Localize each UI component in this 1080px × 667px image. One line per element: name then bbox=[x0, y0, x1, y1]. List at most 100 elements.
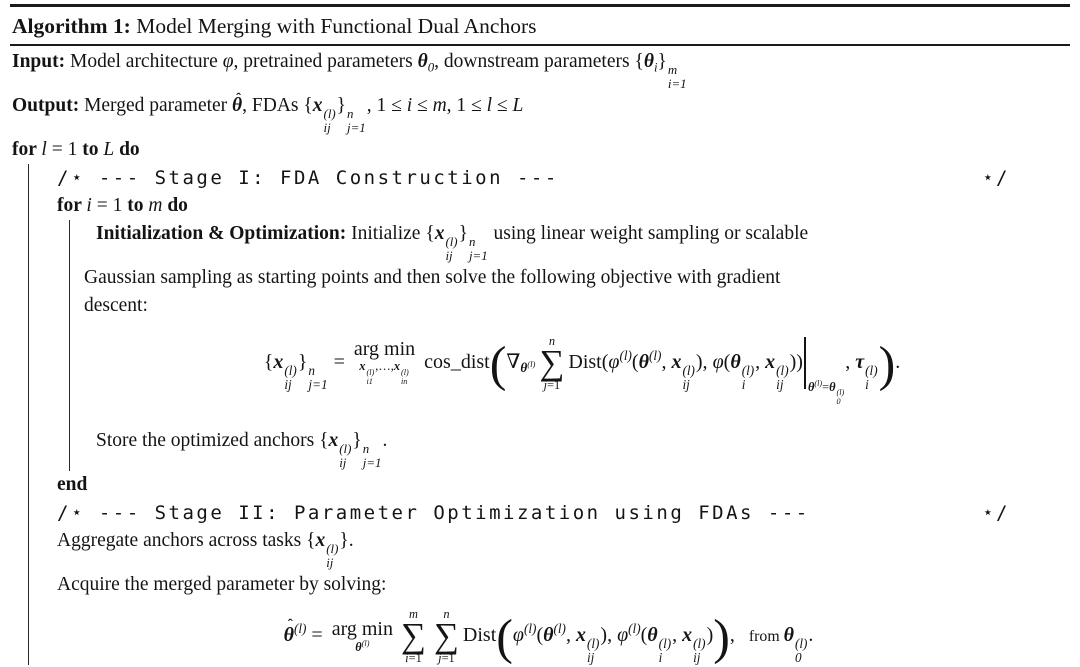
math-token: descent: bbox=[84, 294, 148, 316]
input-line: Input: Model architecture φ, pretrained … bbox=[12, 48, 1068, 92]
math-token: for bbox=[12, 138, 42, 160]
math-token: θ bbox=[829, 379, 836, 394]
math-token: θ(l) bbox=[355, 639, 369, 654]
math-token: (l) bbox=[794, 635, 808, 651]
math-token: i bbox=[658, 650, 663, 666]
math-token: in bbox=[401, 376, 408, 386]
math-token: arg min bbox=[331, 617, 393, 640]
math-token: x bbox=[765, 350, 776, 373]
math-token: n∑j=1 bbox=[539, 334, 564, 393]
math-token: (l) bbox=[865, 362, 878, 378]
math-token: (l) bbox=[619, 348, 631, 363]
math-token: (l) bbox=[814, 379, 822, 388]
math-token: j=1 bbox=[544, 378, 561, 392]
math-token: ˆ bbox=[236, 91, 241, 108]
math-token: θ bbox=[232, 94, 243, 116]
math-token: (l) bbox=[693, 635, 706, 651]
math-token: { bbox=[425, 222, 435, 244]
math-token: { bbox=[634, 51, 644, 72]
math-token: Initialize bbox=[346, 222, 426, 244]
math-token: } bbox=[336, 94, 347, 116]
math-token: (l) bbox=[294, 621, 306, 636]
math-token: } bbox=[297, 350, 308, 373]
math-token: j=1 bbox=[308, 376, 328, 392]
math-token: Algorithm 1: bbox=[12, 14, 131, 38]
math-token: L bbox=[512, 94, 524, 116]
math-token: =1 bbox=[441, 651, 455, 666]
math-token: n bbox=[308, 362, 316, 378]
math-token: 0 bbox=[428, 61, 434, 75]
math-token: Gaussian sampling as starting points and… bbox=[84, 266, 781, 288]
math-token: θ bbox=[417, 51, 428, 72]
math-token: n bbox=[443, 606, 450, 621]
math-token: . bbox=[348, 530, 354, 551]
math-token: θ bbox=[543, 623, 554, 646]
math-token: ij bbox=[776, 376, 784, 392]
math-token: ij bbox=[445, 249, 452, 264]
stage1-comment-text: /⋆ --- Stage I: FDA Construction --- bbox=[57, 166, 559, 189]
math-token: θ bbox=[783, 623, 794, 646]
math-token: (l) bbox=[293, 620, 307, 636]
math-token: n bbox=[308, 362, 316, 378]
math-token: n bbox=[362, 442, 370, 457]
math-token: ≤ bbox=[492, 94, 513, 116]
math-token: (l)i bbox=[742, 363, 754, 393]
math-token: θ bbox=[730, 350, 741, 373]
math-token: , bbox=[565, 623, 576, 646]
math-token: (l) bbox=[284, 363, 296, 378]
math-token: j=1 bbox=[362, 456, 382, 471]
math-token: using linear weight sampling or scalable bbox=[488, 222, 809, 244]
math-token: x bbox=[393, 359, 401, 374]
math-token: ∑ bbox=[433, 616, 459, 656]
math-token: . bbox=[382, 430, 388, 452]
math-token: ij bbox=[587, 651, 594, 665]
math-token: (l) bbox=[524, 621, 536, 636]
math-token: l bbox=[41, 138, 47, 160]
math-token: (l) bbox=[323, 106, 336, 122]
math-token: do bbox=[119, 138, 140, 160]
math-token: (l)i bbox=[865, 362, 878, 393]
math-token: θ bbox=[807, 379, 815, 394]
math-token: ij bbox=[682, 377, 689, 392]
math-token: ) bbox=[713, 608, 730, 665]
math-token: θ bbox=[283, 623, 294, 646]
top-rule bbox=[10, 4, 1070, 7]
math-token: ij bbox=[284, 377, 291, 392]
math-token: j=1 bbox=[362, 456, 382, 471]
math-token: i=1 bbox=[667, 76, 687, 91]
inner-end-keyword: end bbox=[29, 471, 1068, 499]
math-token: j=1 bbox=[347, 120, 366, 135]
math-token: . bbox=[808, 623, 814, 646]
math-token: (l) bbox=[836, 388, 845, 398]
math-token: (l) bbox=[794, 635, 808, 651]
math-token: (l)i1 bbox=[367, 368, 375, 387]
math-token: to bbox=[82, 138, 104, 160]
init-line-1: Initialization & Optimization: Initializ… bbox=[70, 220, 1068, 264]
math-token: Aggregate anchors across tasks bbox=[57, 530, 307, 551]
stage2-comment-text: /⋆ --- Stage II: Parameter Optimization … bbox=[57, 502, 810, 524]
math-token: i bbox=[406, 94, 413, 116]
math-token: ij bbox=[326, 555, 334, 571]
math-token: m∑i=1 bbox=[401, 607, 426, 666]
math-token: n bbox=[347, 106, 354, 121]
math-token: ( bbox=[496, 608, 513, 665]
math-token: ij bbox=[326, 555, 334, 570]
math-token: (l) bbox=[445, 235, 457, 250]
math-token: i bbox=[405, 651, 409, 666]
math-token: ( bbox=[640, 623, 648, 646]
math-token: (l) bbox=[776, 363, 788, 378]
math-token: } bbox=[657, 51, 667, 72]
math-token: for bbox=[57, 194, 87, 216]
math-token: } bbox=[352, 430, 362, 452]
math-token: θ bbox=[355, 639, 362, 654]
math-token: j=1 bbox=[347, 120, 366, 136]
math-token: (l) bbox=[323, 106, 336, 121]
math-token: φ bbox=[608, 350, 620, 373]
math-token: (l) bbox=[527, 358, 536, 369]
math-token: (l) bbox=[326, 542, 339, 557]
math-token: (l)ij bbox=[284, 363, 296, 393]
